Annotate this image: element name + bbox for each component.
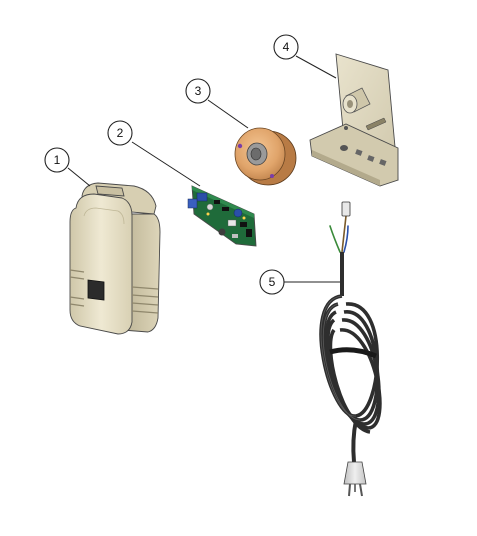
plate-terminals — [340, 145, 387, 166]
toroidal-transformer-part — [234, 127, 297, 186]
callout-leaders — [67, 55, 340, 283]
switch-opening — [87, 279, 105, 301]
leader-2 — [131, 141, 201, 187]
callout-3: 3 — [185, 78, 211, 104]
callout-1-label: 1 — [54, 153, 61, 167]
callout-1: 1 — [44, 147, 70, 173]
cord-connector — [341, 201, 351, 217]
callout-4: 4 — [273, 34, 299, 60]
vent-slots — [69, 269, 159, 314]
cord-coil — [319, 294, 382, 434]
housing-cover-part — [69, 182, 161, 335]
power-cord-part — [319, 201, 382, 497]
leader-1 — [67, 167, 91, 187]
callout-3-label: 3 — [195, 84, 202, 98]
callout-5: 5 — [259, 269, 285, 295]
leader-3 — [207, 99, 249, 129]
callout-2: 2 — [107, 120, 133, 146]
mounting-plate-part — [309, 53, 399, 187]
plate-cylinder — [342, 87, 371, 114]
pcb-components — [187, 192, 252, 238]
leader-4 — [295, 55, 337, 79]
callout-2-label: 2 — [117, 126, 124, 140]
circuit-board-part — [187, 185, 257, 247]
callout-4-label: 4 — [283, 40, 290, 54]
callout-5-label: 5 — [269, 275, 276, 289]
cord-wire-ends — [329, 215, 349, 253]
cord-plug — [343, 461, 367, 497]
